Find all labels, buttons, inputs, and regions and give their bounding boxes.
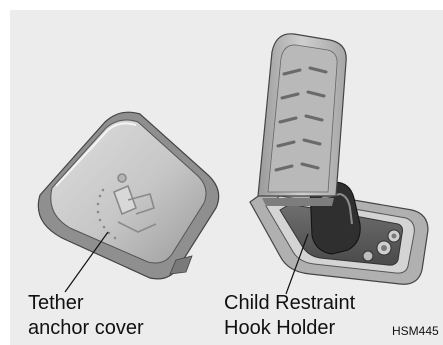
- tether-anchor-cover: [38, 112, 218, 292]
- tether-label-line1: Tether: [28, 292, 84, 314]
- hook-holder-open: [250, 34, 428, 294]
- figure-panel: Tether anchor cover Child Restraint Hook…: [10, 10, 443, 345]
- hook-holder-label-line1: Child Restraint: [224, 292, 355, 314]
- tether-label-line2: anchor cover: [28, 317, 144, 339]
- hook-holder-label-line2: Hook Holder: [224, 317, 335, 339]
- figure-code: HSM445: [392, 324, 439, 338]
- lid-hinge: [262, 198, 334, 206]
